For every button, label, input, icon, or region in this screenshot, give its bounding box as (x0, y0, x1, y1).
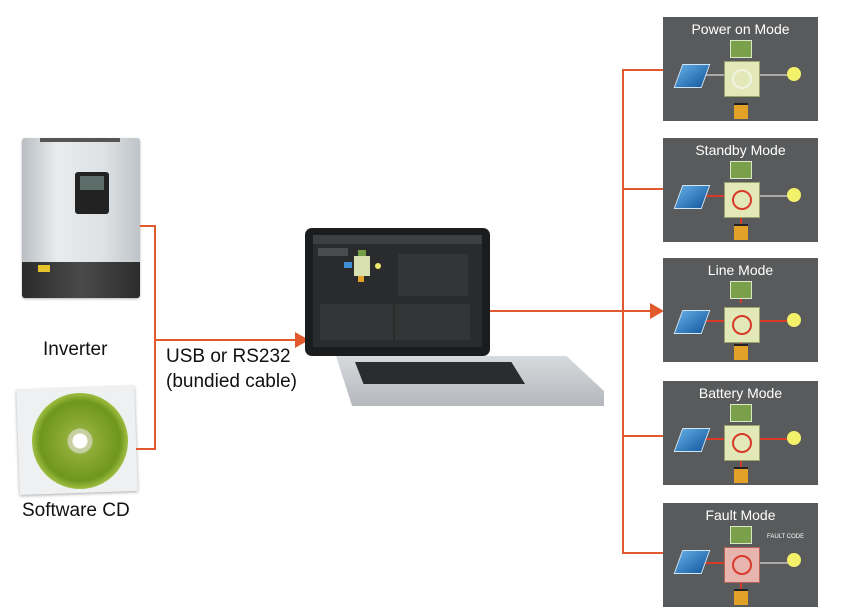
inverter-label: Inverter (43, 339, 108, 360)
battery-flow-wire (740, 216, 742, 224)
grid-flow-wire (740, 297, 742, 303)
right-bracket (622, 69, 624, 553)
cd-connector (136, 448, 156, 450)
cable-label-line2: (bundied cable) (166, 371, 297, 392)
idle-wire (758, 562, 788, 564)
battery-icon (734, 589, 748, 605)
battery-icon (734, 103, 748, 119)
grid-icon (730, 404, 752, 422)
fault-code-tag: FAULT CODE (767, 534, 805, 540)
branch-fault (622, 552, 663, 554)
branch-power-on (622, 69, 663, 71)
bulb-icon (787, 67, 801, 81)
software-ui-icon (318, 248, 470, 340)
battery-icon (734, 344, 748, 360)
battery-up-wire (740, 459, 742, 467)
battery-icon (734, 224, 748, 240)
solar-flow-wire (703, 562, 727, 564)
bulb-icon (787, 188, 801, 202)
modes-arrowhead-icon (650, 303, 664, 319)
software-cd-label: Software CD (22, 500, 130, 521)
solar-panel-icon (673, 310, 711, 334)
idle-wire (758, 195, 788, 197)
solar-panel-icon (673, 64, 711, 88)
solar-panel-icon (673, 185, 711, 209)
laptop-keyboard (355, 362, 525, 384)
grid-icon (730, 281, 752, 299)
cable-arrowhead-icon (295, 332, 309, 348)
software-cd-icon (32, 393, 128, 489)
left-bracket (154, 225, 156, 450)
inverter-top-edge (40, 138, 120, 142)
grid-icon (730, 526, 752, 544)
inverter-icon (724, 61, 760, 97)
inverter-ring-icon (732, 433, 752, 453)
bulb-icon (787, 553, 801, 567)
inverter-ring-icon (732, 555, 752, 575)
mode-panel-power-on: Power on Mode (663, 17, 818, 121)
software-toolbar (313, 235, 482, 244)
mode-panel-battery: Battery Mode (663, 381, 818, 485)
mode-title: Standby Mode (695, 142, 786, 158)
inverter-lcd (80, 176, 104, 190)
cable-label-line1: USB or RS232 (166, 346, 291, 367)
mode-title: Power on Mode (691, 21, 790, 37)
battery-flow-wire (740, 581, 742, 589)
mode-panel-standby: Standby Mode (663, 138, 818, 242)
solar-flow-wire (703, 195, 727, 197)
mode-title: Line Mode (707, 262, 774, 278)
inverter-ring-icon (732, 315, 752, 335)
branch-standby (622, 188, 663, 190)
inverter-fault-icon (724, 547, 760, 583)
cable-arrow-line (154, 339, 299, 341)
laptop-to-modes-line (490, 310, 660, 312)
grid-icon (730, 40, 752, 58)
inverter-connector (140, 225, 156, 227)
solar-panel-icon (673, 428, 711, 452)
inverter-ring-icon (732, 190, 752, 210)
mode-panel-fault: Fault Mode FAULT CODE (663, 503, 818, 607)
mode-title: Fault Mode (705, 507, 776, 523)
grid-icon (730, 161, 752, 179)
bulb-icon (787, 313, 801, 327)
branch-battery (622, 435, 663, 437)
inverter-ring-icon (732, 69, 752, 89)
battery-icon (734, 467, 748, 483)
solar-panel-icon (673, 550, 711, 574)
bulb-icon (787, 431, 801, 445)
mode-title: Battery Mode (698, 385, 783, 401)
mode-panel-line: Line Mode (663, 258, 818, 362)
warning-sticker-icon (38, 265, 50, 272)
